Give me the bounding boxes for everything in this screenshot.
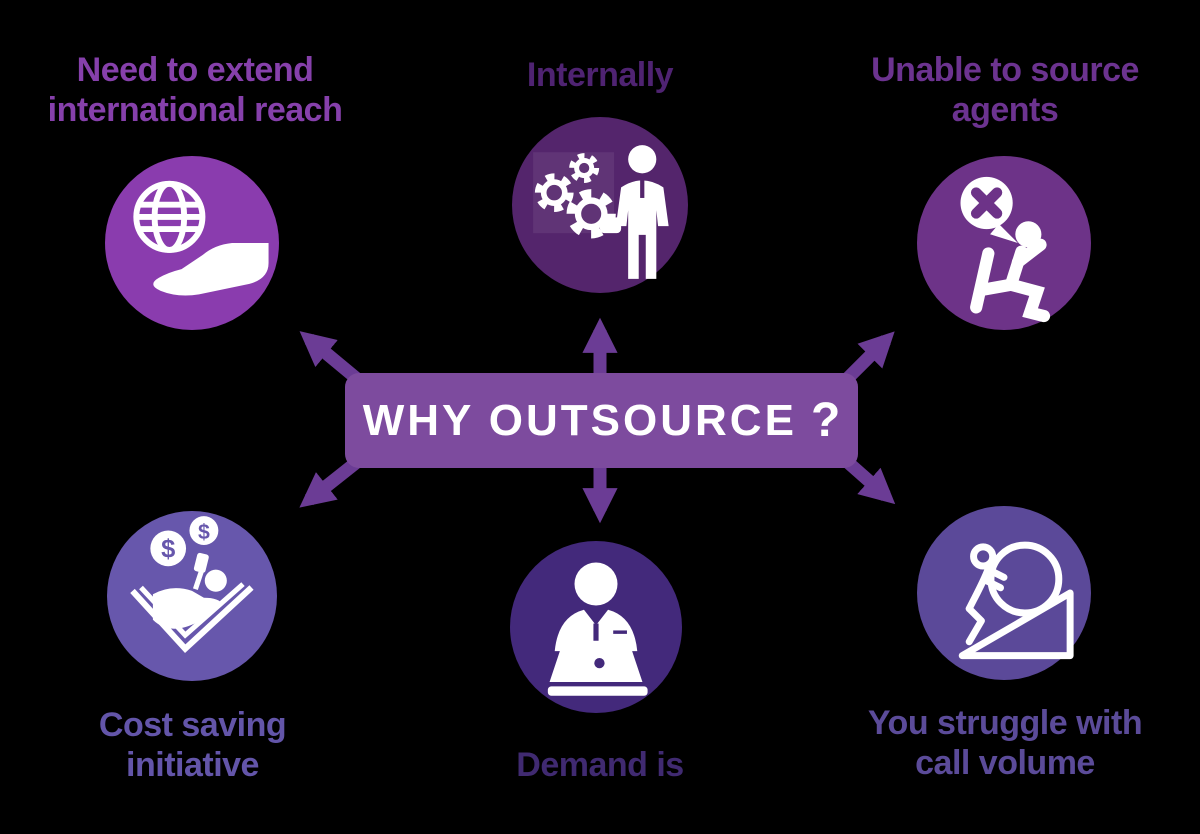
- label-line: initiative: [126, 746, 259, 785]
- label-internally: Internally: [430, 55, 770, 95]
- circle-cost-saving: $ $: [107, 511, 277, 681]
- label-line: call volume: [915, 744, 1095, 783]
- label-line: agents: [951, 91, 1059, 130]
- label-need-to-extend-international-reach: Need to extend international reach: [15, 50, 375, 130]
- label-cost-saving-initiative: Cost saving initiative: [20, 705, 365, 785]
- globe-in-hand-icon: [133, 180, 269, 296]
- agent-unavailable-icon: [960, 176, 1051, 323]
- label-unable-to-source-agents: Unable to source agents: [830, 50, 1180, 130]
- label-you-struggle-with-call-volume: You struggle with call volume: [830, 703, 1180, 783]
- label-line: Unable to source: [871, 51, 1139, 89]
- svg-text:$: $: [198, 520, 210, 544]
- label-line: international reach: [47, 91, 343, 130]
- circle-internally: [512, 117, 688, 293]
- banner-question-mark: ?: [810, 394, 841, 447]
- relaxing-savings-icon: $ $: [130, 516, 254, 654]
- label-demand-is: Demand is: [430, 745, 770, 785]
- label-line: You struggle with: [867, 704, 1143, 742]
- agent-at-laptop-icon: [547, 562, 648, 696]
- pushing-boulder-uphill-icon: [958, 541, 1074, 660]
- label-line: Internally: [526, 56, 674, 94]
- circle-call-volume: [917, 506, 1091, 680]
- businessman-gears-icon: [533, 145, 669, 279]
- circle-demand: [510, 541, 682, 713]
- center-banner: WHY OUTSOURCE ?: [345, 373, 858, 468]
- circle-international-reach: [105, 156, 279, 330]
- circle-unable-to-source-agents: [917, 156, 1091, 330]
- label-line: Need to extend: [76, 51, 314, 89]
- svg-text:$: $: [161, 536, 175, 564]
- label-line: Demand is: [516, 746, 684, 784]
- label-line: Cost saving: [98, 706, 287, 744]
- banner-title: WHY OUTSOURCE: [362, 395, 797, 445]
